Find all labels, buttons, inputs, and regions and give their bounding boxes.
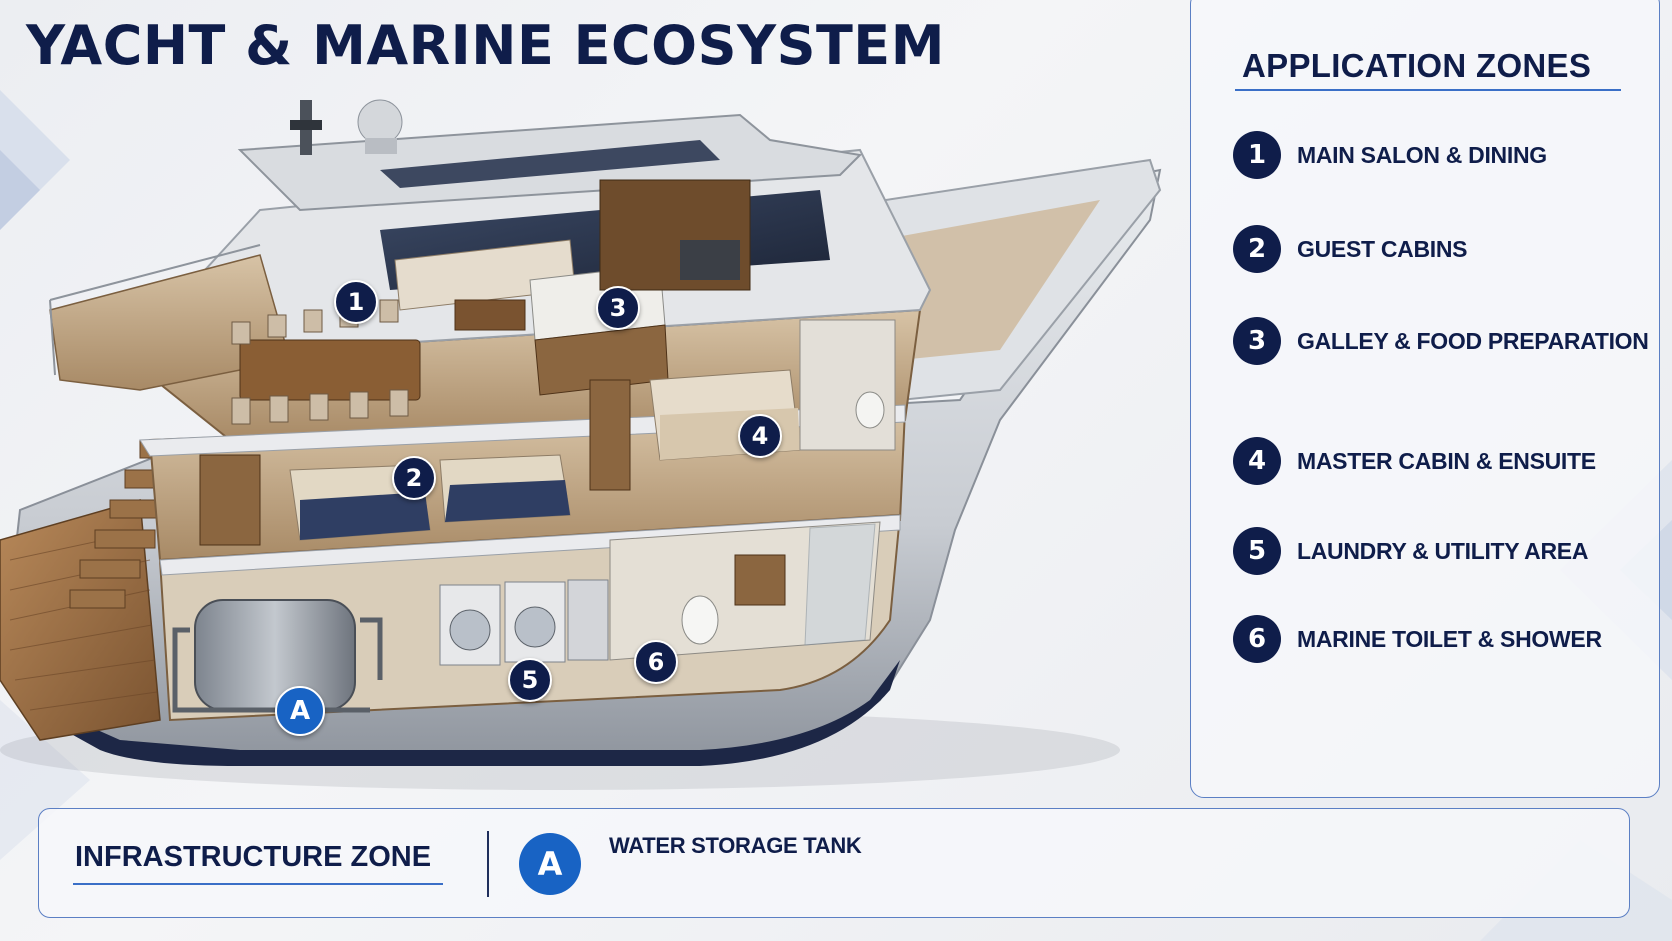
application-zones-heading: APPLICATION ZONES [1242,47,1592,84]
infrastructure-marker-a[interactable]: A [275,686,325,736]
application-zones-underline [1235,89,1621,91]
zone-label: MARINE TOILET & SHOWER [1297,625,1602,652]
infrastructure-divider [487,831,489,897]
yacht-cutaway-illustration [0,99,1162,790]
zone-marker-4[interactable]: 4 [738,414,782,458]
infrastructure-zone-panel: INFRASTRUCTURE ZONE A WATER STORAGE TANK [38,808,1630,918]
infrastructure-zone-heading: INFRASTRUCTURE ZONE [75,841,432,873]
zone-label: MASTER CABIN & ENSUITE [1297,447,1596,474]
page-title: YACHT & MARINE ECOSYSTEM [26,14,945,77]
infrastructure-badge-a[interactable]: A [519,833,581,895]
zone-label: LAUNDRY & UTILITY AREA [1297,537,1589,564]
zone-marker-3[interactable]: 3 [596,286,640,330]
zone-number-badge: 4 [1233,437,1281,485]
zone-number-badge: 6 [1233,615,1281,663]
zone-number-badge: 3 [1233,317,1281,365]
zone-number-badge: 5 [1233,527,1281,575]
zone-number-badge: 2 [1233,225,1281,273]
zone-item-6[interactable]: 6 MARINE TOILET & SHOWER [1233,615,1602,663]
zone-marker-2[interactable]: 2 [392,456,436,500]
zone-number-badge: 1 [1233,131,1281,179]
application-zones-panel: APPLICATION ZONES 1 MAIN SALON & DINING … [1190,0,1660,798]
zone-item-4[interactable]: 4 MASTER CABIN & ENSUITE [1233,437,1596,485]
infrastructure-label: WATER STORAGE TANK [609,833,862,858]
zone-item-3[interactable]: 3 GALLEY & FOOD PREPARATION [1233,317,1649,365]
infrastructure-zone-underline [73,883,443,885]
zone-marker-6[interactable]: 6 [634,640,678,684]
zone-label: GALLEY & FOOD PREPARATION [1297,327,1649,354]
zone-label: MAIN SALON & DINING [1297,141,1547,168]
zone-marker-5[interactable]: 5 [508,658,552,702]
zone-marker-1[interactable]: 1 [334,280,378,324]
zone-item-5[interactable]: 5 LAUNDRY & UTILITY AREA [1233,527,1588,575]
zone-label: GUEST CABINS [1297,235,1468,262]
zone-item-2[interactable]: 2 GUEST CABINS [1233,225,1468,273]
zone-item-1[interactable]: 1 MAIN SALON & DINING [1233,131,1547,179]
